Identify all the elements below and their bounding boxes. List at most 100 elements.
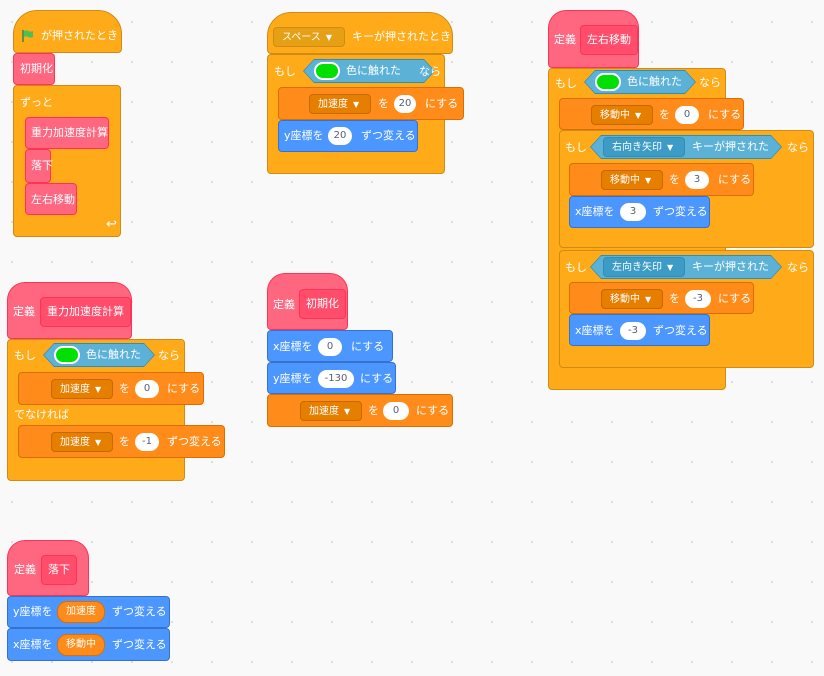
set-label: にする — [167, 382, 201, 395]
chevron-down-icon: ▼ — [667, 143, 674, 152]
set-x-block[interactable]: x座標を 0 にする — [267, 330, 393, 362]
change-variable-block[interactable]: 加速度▼ を -1 ずつ変える — [18, 425, 225, 458]
define-hat[interactable]: 定義 初期化 — [267, 273, 348, 330]
value-input[interactable]: 0 — [383, 402, 409, 420]
procedure-prototype[interactable]: 初期化 — [299, 289, 346, 319]
define-label: 定義 — [13, 305, 35, 318]
set-label: にする — [351, 340, 385, 353]
forever-label: ずっと — [20, 96, 53, 109]
define-label: 定義 — [554, 33, 576, 46]
change-x-block[interactable]: x座標を -3 ずつ変える — [569, 314, 710, 346]
chevron-down-icon: ▼ — [645, 295, 652, 304]
variable-dropdown[interactable]: 加速度▼ — [309, 94, 371, 114]
value-input[interactable]: 3 — [685, 171, 709, 189]
to-label: を — [669, 292, 680, 305]
variable-dropdown[interactable]: 加速度▼ — [51, 379, 113, 399]
to-label: を — [368, 404, 379, 417]
if-else-block[interactable]: もし 色に触れた なら でなければ — [7, 339, 185, 481]
when-key-pressed-hat[interactable]: スペース▼ キーが押されたとき — [267, 12, 453, 54]
chevron-down-icon: ▼ — [645, 176, 652, 185]
value-input[interactable]: 0 — [135, 380, 159, 398]
if-label: もし — [565, 261, 587, 274]
set-variable-block[interactable]: 移動中▼ を -3 にする — [569, 282, 754, 314]
call-lr-move-block[interactable]: 左右移動 — [25, 183, 77, 215]
set-label: にする — [718, 173, 752, 186]
if-label: もし — [14, 349, 36, 362]
change-label: ずつ変える — [112, 638, 167, 651]
call-fall-block[interactable]: 落下 — [25, 149, 53, 183]
set-variable-block[interactable]: 移動中▼ を 3 にする — [569, 163, 754, 196]
variable-name: 加速度 — [309, 406, 339, 417]
set-label: にする — [718, 292, 752, 305]
set-label: にする — [708, 108, 742, 121]
change-label: ずつ変える — [361, 129, 416, 142]
value-input[interactable]: 0 — [318, 338, 342, 356]
else-label: でなければ — [14, 408, 69, 421]
key-dropdown[interactable]: 左向き矢印▼ — [603, 257, 685, 277]
variable-dropdown[interactable]: 加速度▼ — [300, 401, 362, 421]
change-x-label: x座標を — [575, 324, 615, 337]
variable-reporter[interactable]: 移動中 — [57, 634, 105, 656]
change-x-block[interactable]: x座標を 3 ずつ変える — [569, 196, 710, 228]
chevron-down-icon: ▼ — [353, 100, 360, 109]
change-label: ずつ変える — [167, 435, 222, 448]
variable-dropdown[interactable]: 移動中▼ — [591, 105, 653, 125]
set-label: にする — [425, 97, 459, 110]
key-dropdown[interactable]: 右向き矢印▼ — [603, 137, 685, 157]
touching-color-condition[interactable]: 色に触れた — [304, 60, 434, 82]
variable-name: 移動中 — [610, 175, 640, 186]
value-input[interactable]: -3 — [620, 322, 646, 340]
variable-dropdown[interactable]: 移動中 ▼ — [601, 170, 663, 190]
variable-reporter[interactable]: 加速度 — [57, 601, 105, 623]
to-label: を — [119, 435, 130, 448]
set-variable-block[interactable]: 移動中▼ を 0 にする — [559, 98, 744, 130]
variable-name: 加速度 — [60, 384, 90, 395]
call-gravity-block[interactable]: 重力加速度計算 — [25, 117, 109, 149]
define-hat[interactable]: 定義 落下 — [7, 540, 89, 596]
key-pressed-condition[interactable]: 右向き矢印▼ キーが押された — [591, 136, 781, 158]
key-pressed-condition[interactable]: 左向き矢印▼ キーが押された — [591, 256, 781, 278]
condition-label: キーが押された — [692, 260, 769, 273]
procedure-prototype[interactable]: 重力加速度計算 — [40, 297, 131, 327]
value-input[interactable]: -130 — [318, 370, 354, 388]
change-y-block[interactable]: y座標を 加速度 ずつ変える — [7, 596, 170, 628]
variable-dropdown[interactable]: 加速度▼ — [51, 432, 113, 452]
condition-label: 色に触れた — [627, 75, 682, 88]
green-flag-icon — [22, 30, 33, 42]
value-input[interactable]: 20 — [328, 127, 352, 145]
loop-arrow-icon: ↩ — [106, 217, 117, 232]
change-label: ずつ変える — [112, 605, 167, 618]
set-variable-block[interactable]: 加速度▼ を 0 にする — [267, 394, 453, 427]
define-label: 定義 — [14, 563, 36, 576]
color-swatch[interactable] — [595, 73, 621, 91]
chevron-down-icon: ▼ — [325, 33, 332, 42]
if-label: もし — [274, 65, 296, 78]
procedure-prototype[interactable]: 落下 — [41, 555, 77, 585]
procedure-prototype[interactable]: 左右移動 — [580, 25, 638, 55]
color-swatch[interactable] — [54, 346, 80, 364]
variable-dropdown[interactable]: 移動中▼ — [601, 289, 663, 309]
set-y-block[interactable]: y座標を -130 にする — [267, 362, 396, 394]
key-dropdown[interactable]: スペース▼ — [273, 27, 345, 47]
value-input[interactable]: 0 — [675, 106, 699, 124]
change-y-block[interactable]: y座標を 20 ずつ変える — [278, 120, 418, 152]
when-flag-clicked-hat[interactable]: が押されたとき — [13, 10, 122, 53]
key-value: 左向き矢印 — [612, 262, 662, 273]
change-x-label: x座標を — [13, 638, 53, 651]
call-init-block[interactable]: 初期化 — [13, 53, 55, 85]
change-y-label: y座標を — [13, 605, 53, 618]
set-variable-block[interactable]: 加速度▼ を 0 にする — [18, 372, 204, 405]
touching-color-condition[interactable]: 色に触れた — [585, 71, 695, 93]
change-x-block[interactable]: x座標を 移動中 ずつ変える — [7, 628, 170, 661]
set-variable-block[interactable]: 加速度▼ を 20 にする — [278, 87, 464, 120]
value-input[interactable]: 20 — [394, 95, 416, 113]
change-label: ずつ変える — [653, 205, 708, 218]
define-hat[interactable]: 定義 重力加速度計算 — [7, 282, 132, 339]
define-hat[interactable]: 定義 左右移動 — [548, 10, 639, 68]
value-input[interactable]: -1 — [135, 433, 159, 451]
touching-color-condition[interactable]: 色に触れた — [44, 344, 154, 366]
value-input[interactable]: 3 — [620, 203, 646, 221]
color-swatch[interactable] — [314, 62, 340, 80]
value-input[interactable]: -3 — [685, 290, 711, 308]
call-label: 左右移動 — [31, 193, 75, 206]
